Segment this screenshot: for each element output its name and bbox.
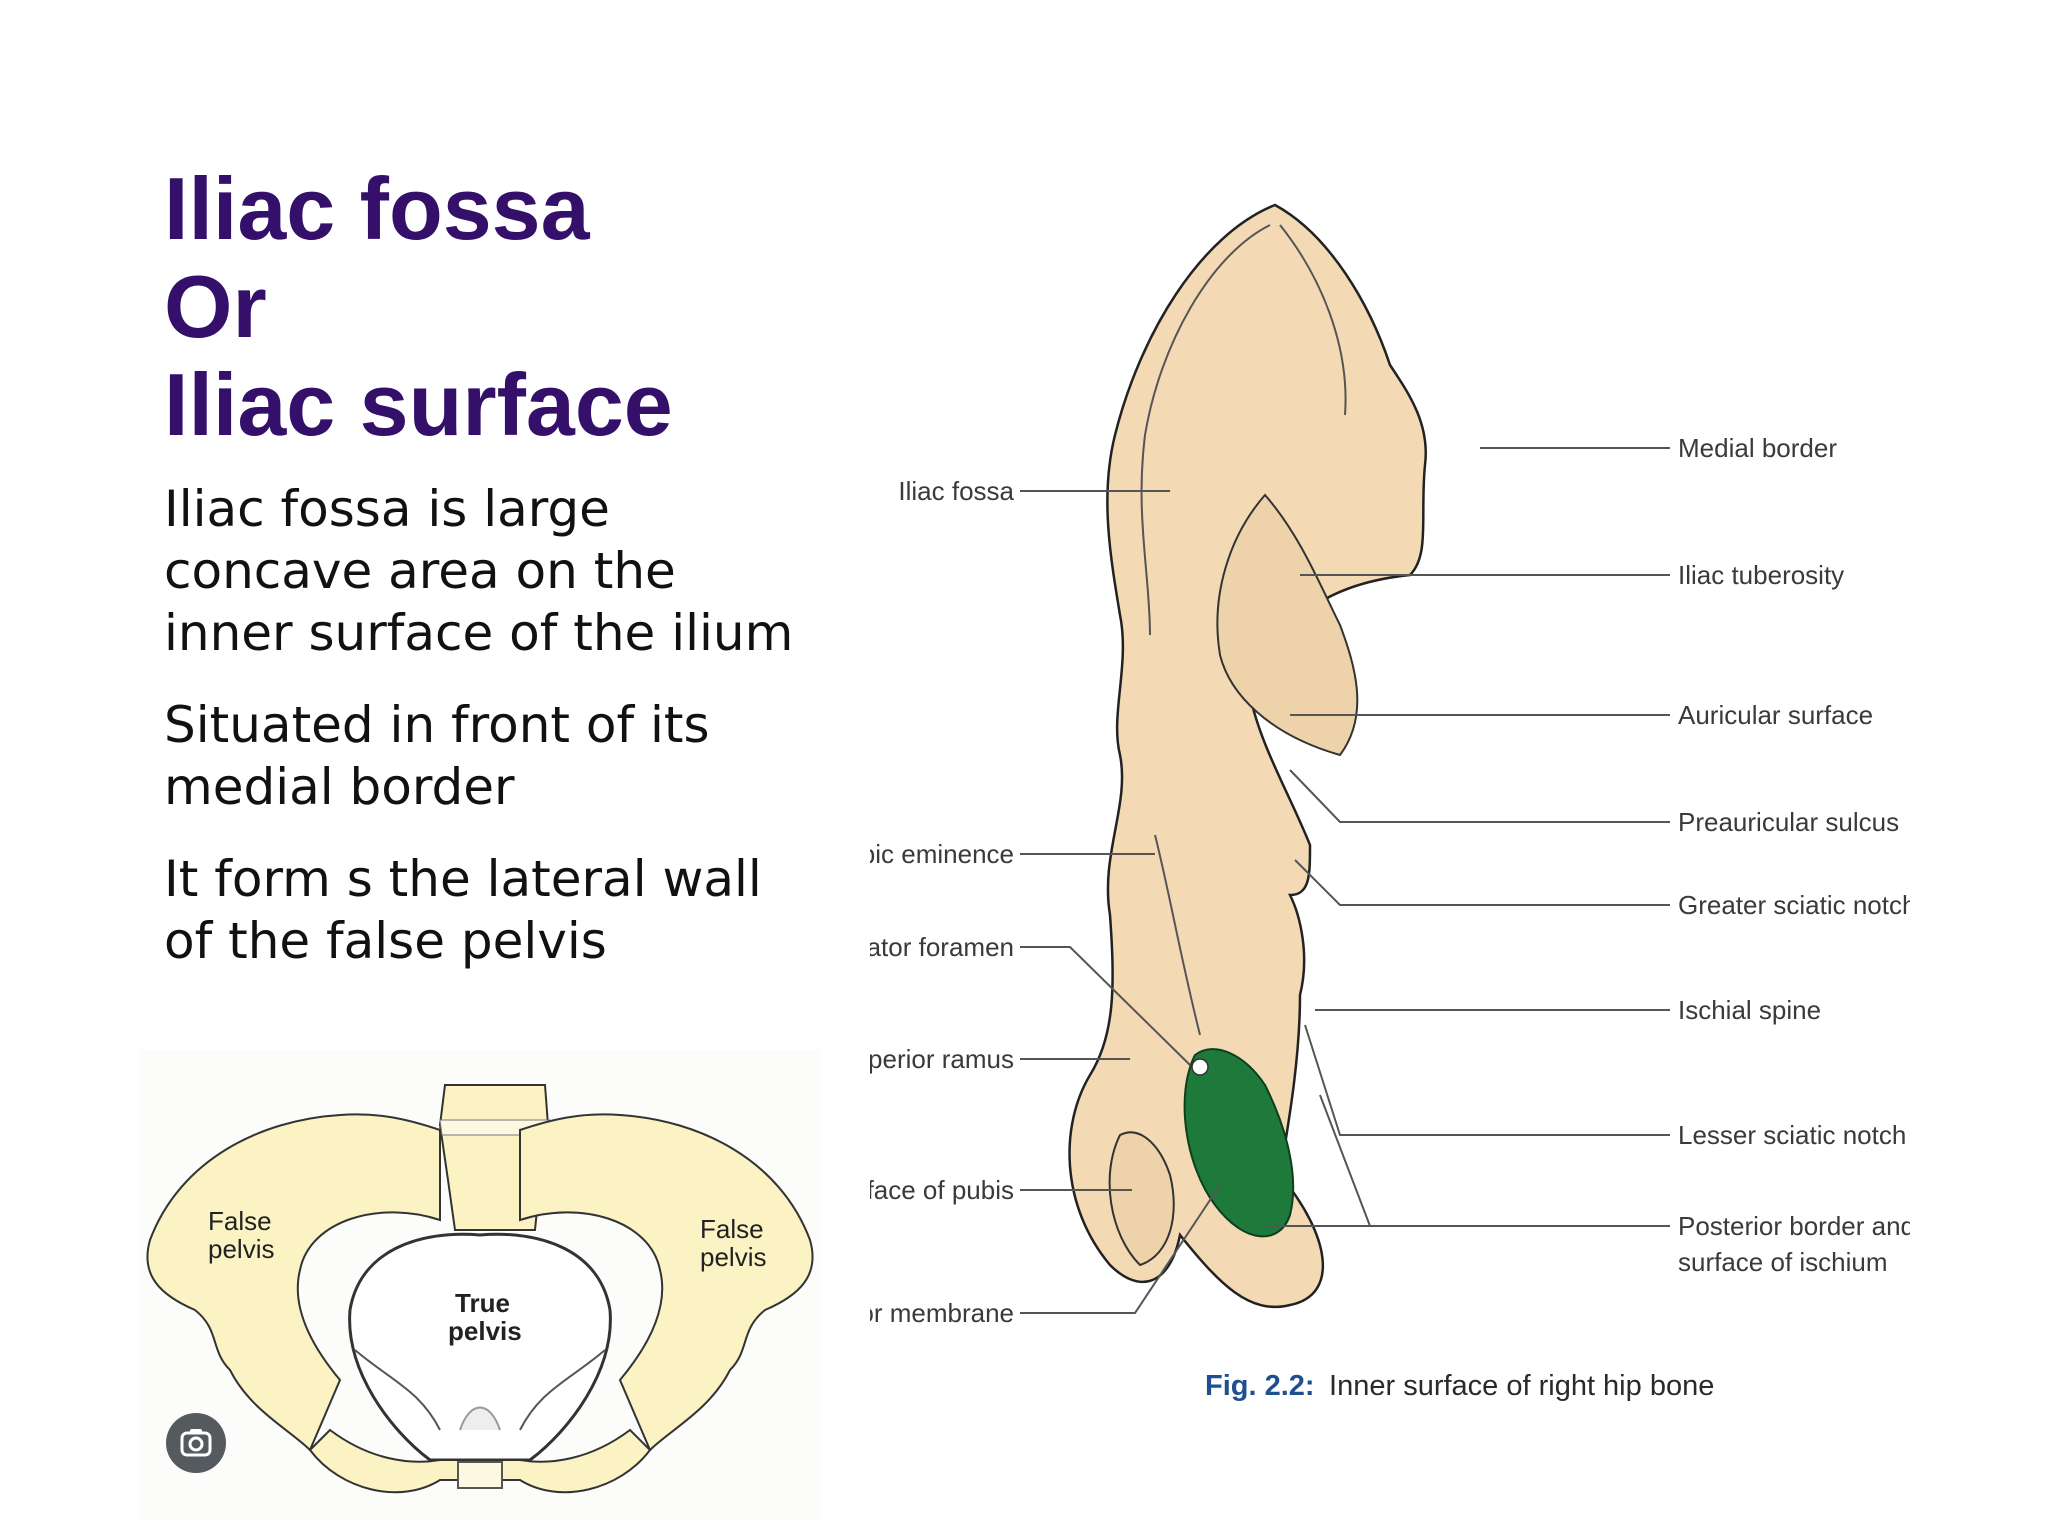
title-line-1: Iliac fossa bbox=[164, 159, 590, 258]
paragraph-location: Situated in front of its medial border bbox=[164, 696, 710, 816]
leader-preauricular bbox=[1289, 769, 1670, 823]
label-medial-border: Medial border bbox=[1678, 433, 1837, 463]
caption-prefix: Fig. 2.2: bbox=[1205, 1370, 1315, 1402]
label-false-pelvis-left-2: pelvis bbox=[208, 1234, 274, 1264]
leader-greater-sciatic bbox=[1294, 859, 1670, 906]
label-obturator-membrane: Obturator membrane bbox=[870, 1298, 1014, 1328]
left-ilium bbox=[146, 1113, 441, 1452]
ligament-right bbox=[519, 1349, 606, 1431]
label-iliopubic-eminence: Iliopubic eminence bbox=[870, 839, 1014, 869]
arcuate-line bbox=[1154, 834, 1201, 1036]
obturator-canal bbox=[1191, 1058, 1209, 1076]
obturator-membrane-area bbox=[1183, 1048, 1295, 1238]
label-false-pelvis-right-1: False bbox=[700, 1214, 764, 1244]
label-preauricular-sulcus: Preauricular sulcus bbox=[1678, 807, 1899, 837]
label-ischial-spine: Ischial spine bbox=[1678, 995, 1821, 1025]
label-iliac-fossa: Iliac fossa bbox=[898, 476, 1014, 506]
label-posterior-border-1: Posterior border and pelvic bbox=[1678, 1211, 1910, 1241]
label-true-pelvis-2: pelvis bbox=[448, 1316, 522, 1346]
figure-caption: Fig. 2.2: Inner surface of right hip bon… bbox=[1205, 1370, 1714, 1402]
label-iliac-tuberosity: Iliac tuberosity bbox=[1678, 560, 1844, 590]
slide-title: Iliac fossa Or Iliac surface bbox=[164, 160, 673, 454]
iliac-crest-line bbox=[1140, 224, 1271, 636]
caption-text: Inner surface of right hip bone bbox=[1329, 1370, 1714, 1402]
lens-search-button[interactable] bbox=[166, 1413, 226, 1473]
label-greater-sciatic-notch: Greater sciatic notch bbox=[1678, 890, 1910, 920]
pelvis-svg: False pelvis False pelvis True pelvis bbox=[146, 1084, 814, 1494]
label-false-pelvis-left-1: False bbox=[208, 1206, 272, 1236]
symphyseal-region bbox=[1108, 1131, 1175, 1267]
label-false-pelvis-right-2: pelvis bbox=[700, 1242, 766, 1272]
leader-posterior-border-2 bbox=[1319, 1094, 1371, 1227]
title-line-2: Or bbox=[164, 257, 267, 356]
pelvis-illustration: False pelvis False pelvis True pelvis bbox=[140, 1050, 820, 1520]
paragraph-function: It form s the lateral wall of the false … bbox=[164, 850, 762, 970]
label-symphyseal-surface: Symphyseal surface of pubis bbox=[870, 1175, 1014, 1205]
pelvic-inlet bbox=[348, 1232, 612, 1462]
hip-bone-figure: Iliac fossa Iliopubic eminence Obturator… bbox=[643, 195, 1989, 1430]
medial-border-line bbox=[1279, 224, 1347, 416]
label-lesser-sciatic-notch: Lesser sciatic notch bbox=[1678, 1120, 1906, 1150]
label-auricular-surface: Auricular surface bbox=[1678, 700, 1873, 730]
leader-obturator-foramen bbox=[1020, 946, 1191, 1066]
leader-obturator-membrane bbox=[1020, 1184, 1221, 1314]
pubic-symphysis bbox=[457, 1461, 503, 1489]
body-text: Iliac fossa is large concave area on the… bbox=[164, 478, 804, 1002]
coccyx bbox=[459, 1406, 501, 1431]
label-pelvic-surface: Pelvic surface of superior ramus bbox=[870, 1044, 1014, 1074]
right-ilium bbox=[519, 1113, 814, 1452]
lens-search-icon bbox=[180, 1429, 212, 1457]
hip-bone-svg: Iliac fossa Iliopubic eminence Obturator… bbox=[643, 203, 1989, 1402]
paragraph-definition: Iliac fossa is large concave area on the… bbox=[164, 480, 794, 662]
title-line-3: Iliac surface bbox=[164, 355, 673, 454]
label-obturator-foramen: Obturator foramen bbox=[870, 932, 1014, 962]
label-true-pelvis-1: True bbox=[455, 1288, 510, 1318]
leader-lesser-sciatic bbox=[1304, 1024, 1670, 1136]
auricular-surface-region bbox=[1216, 493, 1359, 757]
label-posterior-border-2: surface of ischium bbox=[1678, 1247, 1888, 1277]
ligament-left bbox=[354, 1349, 441, 1431]
